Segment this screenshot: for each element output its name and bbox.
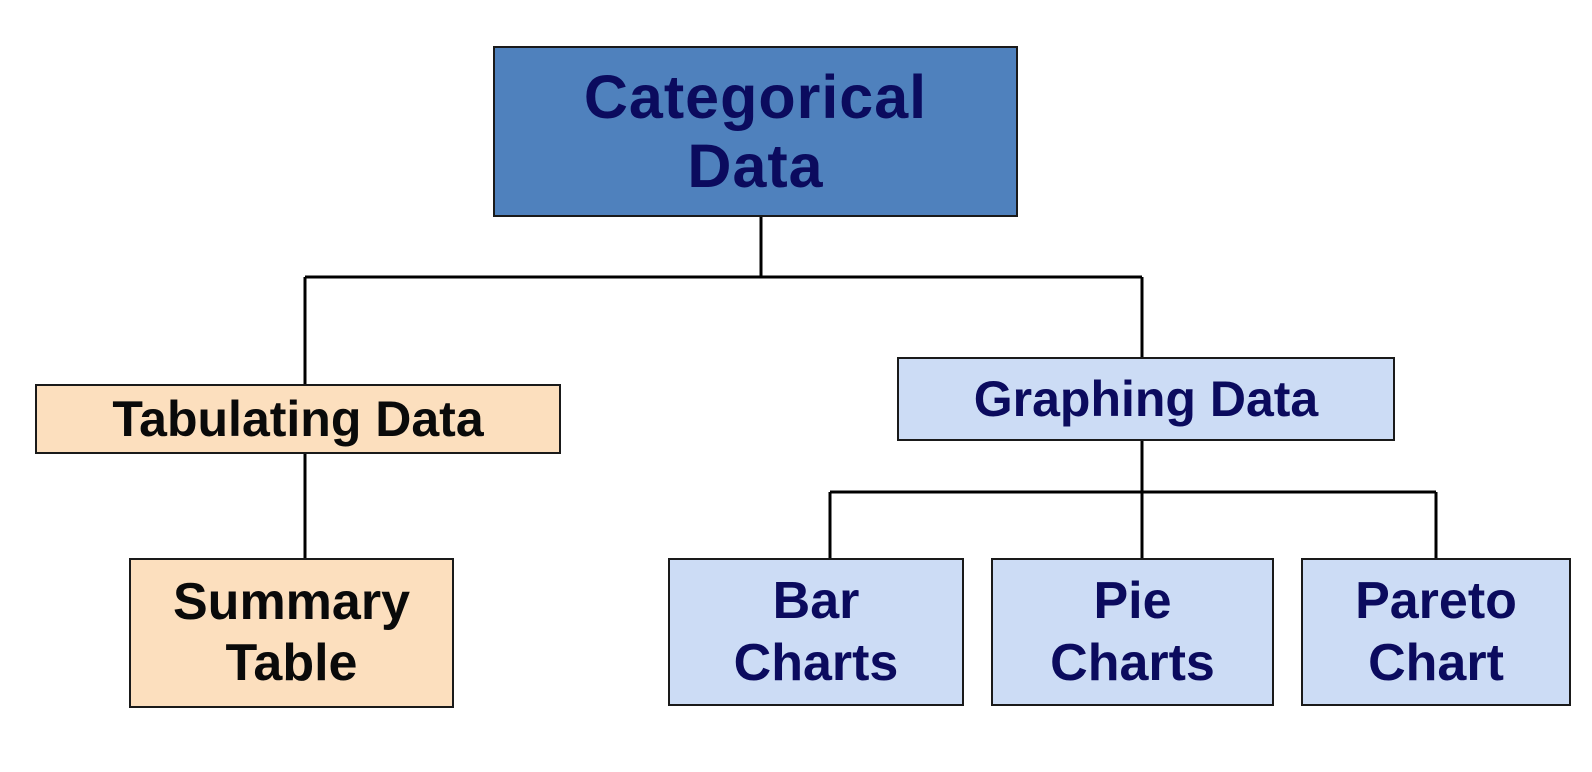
node-categorical-data-line2: Data [687,131,824,200]
node-pie-charts-line2: Charts [1050,634,1215,692]
node-tabulating-data: Tabulating Data [35,384,561,454]
node-bar-charts-line1: Bar [772,571,860,630]
node-summary-table-line1: Summary [173,572,410,631]
node-categorical-data-line1: Categorical [583,63,928,132]
node-bar-charts-line2: Charts [733,634,899,692]
node-summary-table-line2: Table [225,634,358,692]
node-pareto-chart-line1: Pareto [1355,571,1517,630]
node-pareto-chart-line2: Chart [1368,634,1504,692]
node-bar-charts: Bar Charts [668,558,964,706]
node-graphing-data: Graphing Data [897,357,1395,441]
node-categorical-data: Categorical Data [493,46,1018,217]
node-pie-charts-line1: Pie [1093,571,1172,630]
node-graphing-data-label: Graphing Data [973,371,1319,427]
node-pie-charts: Pie Charts [991,558,1274,706]
node-summary-table: Summary Table [129,558,454,708]
node-pareto-chart: Pareto Chart [1301,558,1571,706]
node-tabulating-data-label: Tabulating Data [112,391,484,447]
